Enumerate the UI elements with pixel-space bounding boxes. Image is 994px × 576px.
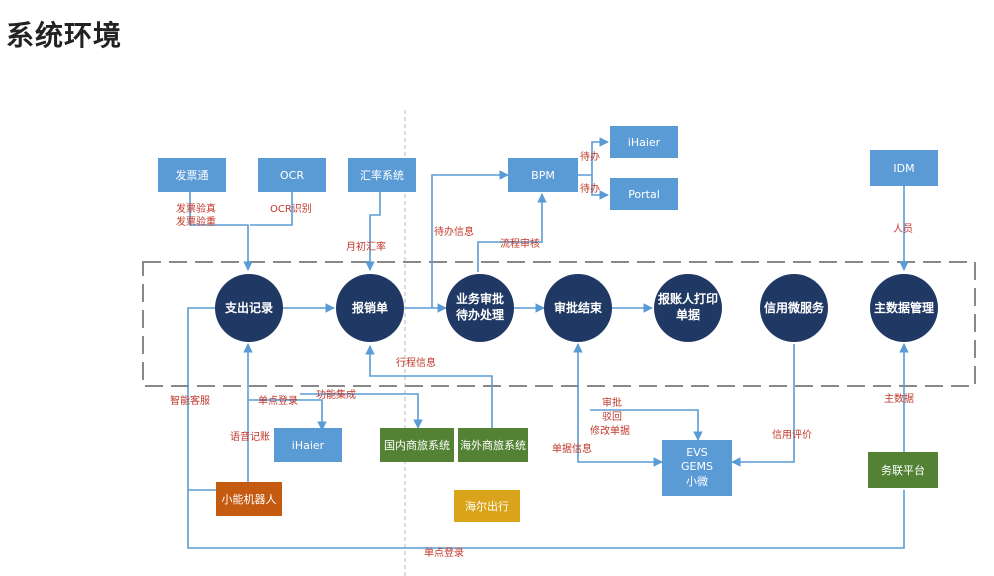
box-portal: Portal (610, 178, 678, 210)
circle-zhichu: 支出记录 (215, 274, 283, 342)
box-ocr: OCR (258, 158, 326, 192)
svg-text:iHaier: iHaier (628, 136, 661, 149)
line-fapiao-zhichu (189, 192, 253, 271)
page-title: 系统环境 (6, 19, 123, 52)
label-dandian-1: 单点登录 (258, 394, 298, 407)
box-haier-travel: 海尔出行 (454, 490, 520, 522)
box-haiwai: 海外商旅系统 (458, 428, 528, 462)
line-xinyong-evs (731, 344, 795, 467)
circle-zhushuju: 主数据管理 (870, 274, 938, 342)
box-bpm: BPM (508, 158, 578, 192)
circle-baoxiao: 报销单 (336, 274, 404, 342)
svg-text:Portal: Portal (628, 188, 660, 201)
label-renyuan: 人员 (893, 223, 913, 235)
svg-text:主数据管理: 主数据管理 (874, 300, 934, 315)
svg-text:BPM: BPM (531, 169, 555, 182)
box-wulian: 务联平台 (868, 452, 938, 488)
label-yuechu: 月初汇率 (346, 240, 386, 253)
line-bpm-ihaier (578, 137, 609, 176)
line-daiban-bpm (431, 170, 509, 308)
box-robot: 小能机器人 (216, 482, 282, 516)
label-fapiao-1: 发票验真 (176, 202, 216, 215)
line-huilv-baoxiao (365, 192, 381, 271)
label-xiugai: 修改单据 (590, 424, 630, 437)
circle-xinyong: 信用微服务 (760, 274, 828, 342)
box-guonei: 国内商旅系统 (380, 428, 454, 462)
label-daiban-info: 待办信息 (434, 225, 474, 238)
label-shenpi: 审批 (602, 396, 622, 409)
line-bpm-portal (591, 175, 609, 200)
svg-text:信用微服务: 信用微服务 (764, 300, 825, 315)
core-frame (142, 261, 976, 387)
box-huilv: 汇率系统 (348, 158, 416, 192)
box-ihaier-mid: iHaier (274, 428, 342, 462)
svg-text:业务审批: 业务审批 (456, 291, 504, 306)
label-danju: 单据信息 (552, 442, 592, 455)
label-yuyin: 语音记账 (230, 430, 270, 443)
line-dandian-ihaier (248, 399, 327, 431)
svg-text:报销单: 报销单 (352, 300, 388, 315)
svg-text:小微: 小微 (686, 474, 708, 488)
box-evs: EVS GEMS 小微 (662, 440, 732, 496)
svg-text:务联平台: 务联平台 (881, 463, 925, 477)
label-zhushuju: 主数据 (884, 392, 914, 405)
label-xingcheng: 行程信息 (396, 356, 436, 369)
line-shenpi-evs (590, 409, 703, 441)
line-liucheng-bpm (477, 193, 547, 272)
svg-text:IDM: IDM (893, 162, 914, 175)
svg-text:OCR: OCR (280, 169, 304, 182)
label-bohui: 驳回 (602, 411, 622, 423)
svg-text:海外商旅系统: 海外商旅系统 (460, 438, 526, 452)
label-daiban-2: 待办 (580, 182, 600, 195)
box-ihaier-top: iHaier (610, 126, 678, 158)
svg-text:国内商旅系统: 国内商旅系统 (384, 438, 450, 452)
svg-text:GEMS: GEMS (681, 460, 713, 473)
svg-text:报账人打印: 报账人打印 (658, 291, 718, 306)
svg-text:汇率系统: 汇率系统 (360, 168, 404, 182)
connectors (187, 137, 909, 549)
box-fapiaotong: 发票通 (158, 158, 226, 192)
label-dandian-2: 单点登录 (424, 546, 464, 559)
svg-text:审批结束: 审批结束 (554, 300, 603, 315)
label-fapiao-2: 发票验重 (176, 215, 216, 228)
svg-text:发票通: 发票通 (176, 168, 209, 182)
label-xinyong-pj: 信用评价 (772, 429, 812, 441)
line-gongneng-guonei (300, 393, 423, 429)
svg-text:支出记录: 支出记录 (224, 300, 273, 315)
label-zhineng: 智能客服 (170, 394, 210, 407)
svg-text:海尔出行: 海尔出行 (465, 499, 509, 513)
label-daiban-1: 待办 (580, 150, 600, 163)
svg-text:EVS: EVS (686, 446, 707, 459)
line-jieshu-evs (573, 343, 663, 467)
svg-text:单据: 单据 (676, 307, 700, 322)
line-dandian-bottom (187, 307, 905, 549)
box-idm: IDM (870, 150, 938, 186)
svg-text:小能机器人: 小能机器人 (222, 492, 277, 506)
circle-jieshu: 审批结束 (544, 274, 612, 342)
svg-text:待办处理: 待办处理 (456, 307, 504, 322)
line-xingcheng (365, 345, 493, 428)
circle-dayin: 报账人打印 单据 (654, 274, 722, 342)
circle-shenpi: 业务审批 待办处理 (446, 274, 514, 342)
line-ocr-zhichu (250, 192, 293, 226)
edge-labels: 发票验真 发票验重 OCR识别 月初汇率 待办信息 流程审核 待办 待办 人员 … (170, 150, 914, 559)
label-liucheng: 流程审核 (500, 237, 540, 250)
label-ocr: OCR识别 (270, 203, 312, 215)
svg-text:iHaier: iHaier (292, 439, 325, 452)
label-gongneng: 功能集成 (316, 388, 356, 401)
